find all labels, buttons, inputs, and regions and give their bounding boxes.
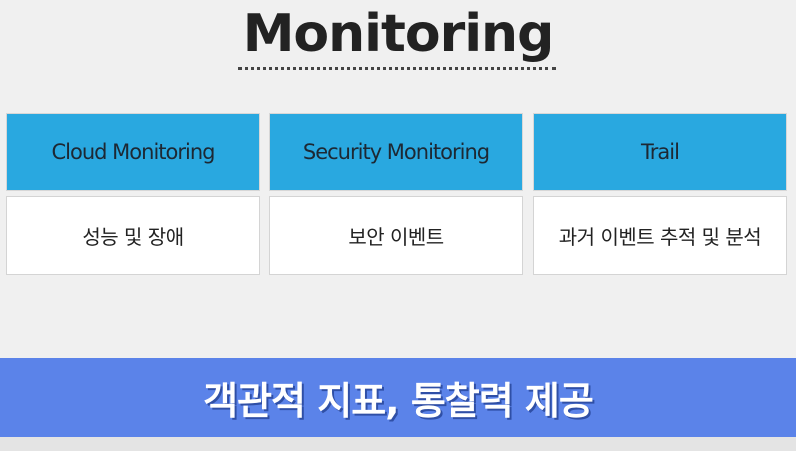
slide-title: Monitoring	[242, 4, 555, 64]
title-dotted-underline	[238, 67, 556, 70]
summary-banner: 객관적 지표, 통찰력 제공	[0, 358, 796, 437]
card-description: 과거 이벤트 추적 및 분석	[533, 196, 787, 275]
card-heading: Trail	[533, 113, 787, 191]
card-heading: Security Monitoring	[269, 113, 523, 191]
card-heading: Cloud Monitoring	[6, 113, 260, 191]
bottom-strip	[0, 437, 796, 451]
card-cloud-monitoring: Cloud Monitoring 성능 및 장애	[6, 113, 260, 275]
card-security-monitoring: Security Monitoring 보안 이벤트	[269, 113, 523, 275]
card-description: 성능 및 장애	[6, 196, 260, 275]
card-description: 보안 이벤트	[269, 196, 523, 275]
card-trail: Trail 과거 이벤트 추적 및 분석	[533, 113, 787, 275]
